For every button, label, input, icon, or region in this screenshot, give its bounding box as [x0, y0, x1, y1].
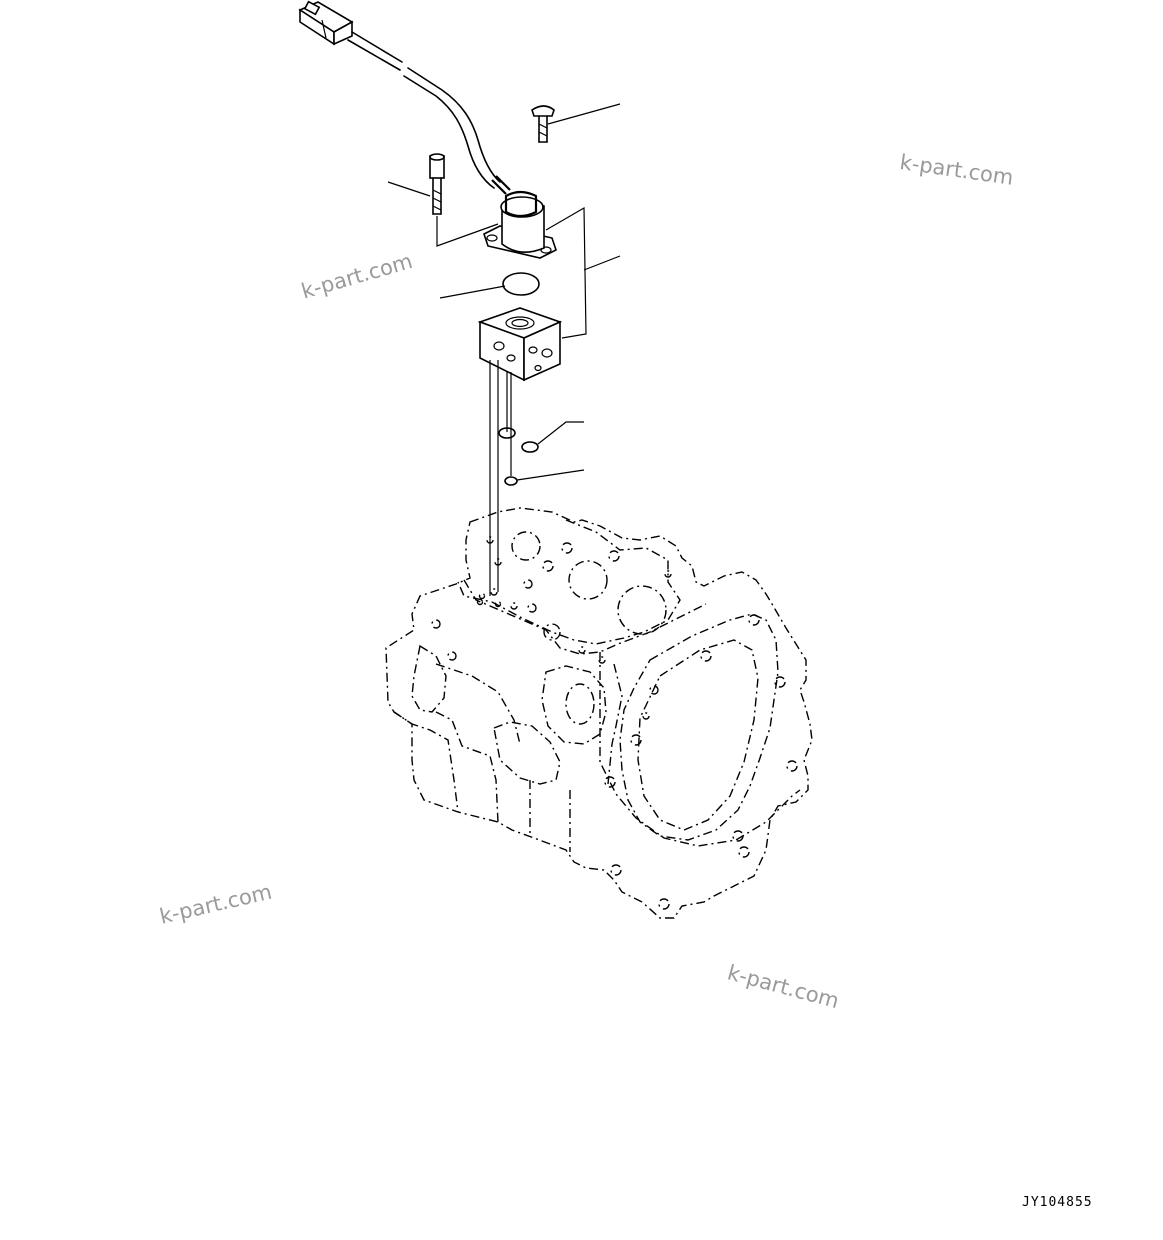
socket-bolt [429, 153, 445, 215]
o-ring-large [502, 272, 540, 296]
solenoid-valve [483, 190, 557, 259]
o-ring-smallest [504, 476, 518, 486]
alignment-lines [489, 360, 512, 596]
flange-bolt [531, 105, 555, 143]
pump-housing [385, 507, 813, 919]
valve-block [477, 307, 563, 382]
housing-holes [431, 531, 798, 910]
drawing-code-label: JY104855 [1022, 1195, 1093, 1210]
connector-harness [298, 0, 511, 195]
electrical-connector [298, 0, 354, 46]
leader-lines [387, 103, 621, 481]
o-ring-small [521, 441, 539, 453]
